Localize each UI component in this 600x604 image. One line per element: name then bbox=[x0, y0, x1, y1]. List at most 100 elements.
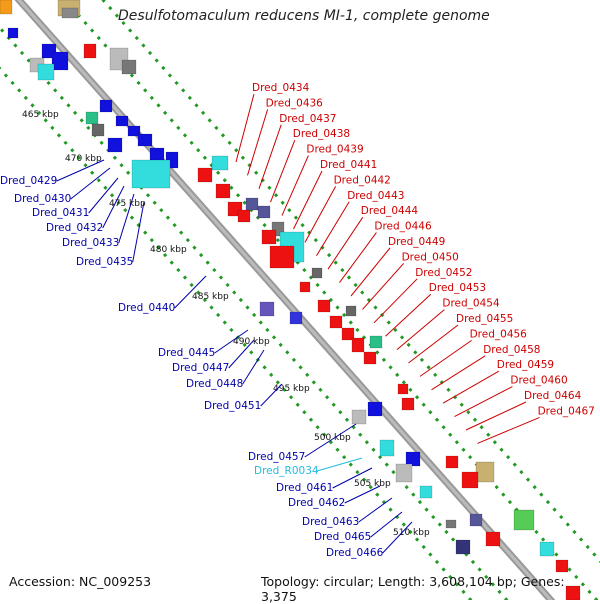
gene-feature bbox=[115, 115, 129, 127]
gene-feature bbox=[329, 315, 343, 329]
gene-feature bbox=[289, 311, 303, 325]
gene-feature bbox=[351, 409, 367, 425]
gene-feature bbox=[419, 485, 433, 499]
forward-gene-label: Dred_0434 bbox=[252, 82, 310, 94]
gene-feature bbox=[261, 229, 277, 245]
gene-feature bbox=[91, 123, 105, 137]
reverse-leader-line bbox=[118, 193, 135, 244]
reverse-leader-line bbox=[214, 329, 249, 354]
gene-feature bbox=[215, 183, 231, 199]
kbp-tick-label: 500 kbp bbox=[314, 433, 351, 443]
forward-leader-line bbox=[408, 324, 459, 364]
reverse-gene-label: Dred_0451 bbox=[204, 400, 261, 412]
reverse-gene-label: Dred_0447 bbox=[172, 362, 229, 374]
gene-feature bbox=[379, 439, 395, 457]
gene-feature bbox=[137, 133, 153, 147]
forward-gene-label: Dred_0467 bbox=[538, 405, 595, 417]
gene-feature bbox=[345, 305, 357, 317]
forward-leader-line bbox=[477, 416, 540, 444]
reverse-gene-label: Dred_0431 bbox=[32, 207, 89, 219]
gene-feature bbox=[259, 301, 275, 317]
reverse-gene-label: Dred_0466 bbox=[326, 547, 384, 559]
forward-leader-line bbox=[293, 170, 323, 230]
forward-leader-line bbox=[465, 401, 527, 431]
reverse-leader-line bbox=[332, 467, 373, 489]
reverse-leader-line bbox=[174, 275, 207, 309]
gene-feature bbox=[351, 337, 365, 353]
gc-track bbox=[63, 0, 599, 600]
gc-track bbox=[0, 66, 473, 600]
forward-leader-line bbox=[373, 278, 418, 324]
reverse-leader-line bbox=[242, 349, 265, 385]
forward-gene-label: Dred_0437 bbox=[279, 113, 336, 125]
gene-feature bbox=[539, 541, 555, 557]
gene-feature bbox=[121, 59, 137, 75]
reverse-leader-line bbox=[382, 521, 413, 554]
kbp-tick-label: 465 kbp bbox=[22, 110, 59, 120]
reverse-gene-label: Dred_0430 bbox=[14, 193, 71, 205]
reverse-gene-label: Dred_0440 bbox=[118, 302, 175, 314]
map-title: Desulfotomaculum reducens MI-1, complete… bbox=[118, 8, 490, 24]
reverse-gene-label: Dred_0461 bbox=[276, 482, 333, 494]
reverse-leader-line bbox=[316, 457, 363, 472]
gene-feature bbox=[565, 585, 581, 600]
gene-feature bbox=[211, 155, 229, 171]
gene-feature bbox=[445, 519, 457, 529]
forward-leader-line bbox=[362, 263, 404, 310]
reverse-gene-label: Dred_0432 bbox=[46, 222, 103, 234]
forward-leader-line bbox=[442, 370, 500, 404]
gene-feature bbox=[37, 63, 55, 81]
gene-feature bbox=[257, 205, 271, 219]
forward-leader-line bbox=[350, 247, 391, 297]
gene-feature bbox=[367, 401, 383, 417]
forward-gene-label: Dred_0459 bbox=[497, 359, 554, 371]
reverse-gene-label: Dred_0433 bbox=[62, 237, 119, 249]
gene-feature bbox=[127, 125, 141, 137]
forward-leader-line bbox=[396, 309, 445, 350]
forward-gene-label: Dred_0454 bbox=[442, 298, 500, 310]
gene-feature bbox=[455, 539, 471, 555]
forward-gene-label: Dred_0438 bbox=[293, 128, 350, 140]
reverse-gene-label: Dred_0429 bbox=[0, 175, 57, 187]
reverse-leader-line bbox=[102, 185, 125, 229]
gene-feature bbox=[269, 245, 295, 269]
reverse-leader-line bbox=[260, 383, 283, 407]
kbp-tick-label: 510 kbp bbox=[393, 528, 430, 538]
forward-leader-line bbox=[281, 155, 309, 216]
forward-gene-label: Dred_0441 bbox=[320, 159, 377, 171]
gene-feature bbox=[7, 27, 19, 39]
forward-gene-label: Dred_0460 bbox=[510, 375, 567, 387]
gene-feature bbox=[341, 327, 355, 341]
reverse-gene-label: Dred_0463 bbox=[302, 516, 359, 528]
forward-gene-label: Dred_0452 bbox=[415, 267, 472, 279]
reverse-gene-label: Dred_0448 bbox=[186, 378, 243, 390]
forward-gene-label: Dred_0450 bbox=[402, 251, 459, 263]
gene-feature bbox=[107, 137, 123, 153]
reverse-leader-line bbox=[370, 511, 403, 538]
forward-gene-label: Dred_0439 bbox=[306, 144, 363, 156]
gene-feature bbox=[461, 471, 479, 489]
gene-feature bbox=[397, 383, 409, 395]
forward-leader-line bbox=[327, 216, 364, 270]
reverse-leader-line bbox=[88, 177, 119, 214]
gc-track bbox=[101, 0, 600, 564]
forward-leader-line bbox=[454, 386, 513, 418]
forward-gene-label: Dred_0449 bbox=[388, 236, 445, 248]
forward-leader-line bbox=[258, 124, 282, 189]
forward-gene-label: Dred_0456 bbox=[470, 328, 528, 340]
forward-leader-line bbox=[339, 232, 377, 283]
gene-feature bbox=[555, 559, 569, 573]
kbp-tick-label: 470 kbp bbox=[65, 154, 102, 164]
gene-feature bbox=[513, 509, 535, 531]
forward-gene-label: Dred_0436 bbox=[266, 97, 324, 109]
reverse-gene-label: Dred_0465 bbox=[314, 531, 371, 543]
forward-gene-label: Dred_0455 bbox=[456, 313, 513, 325]
reverse-leader-line bbox=[304, 423, 357, 458]
forward-gene-label: Dred_0446 bbox=[374, 221, 432, 233]
reverse-gene-label: Dred_0457 bbox=[248, 451, 305, 463]
forward-gene-label: Dred_0464 bbox=[524, 390, 582, 402]
forward-leader-line bbox=[385, 293, 432, 337]
reverse-gene-label: Dred_0445 bbox=[158, 347, 215, 359]
gene-feature bbox=[99, 99, 113, 113]
